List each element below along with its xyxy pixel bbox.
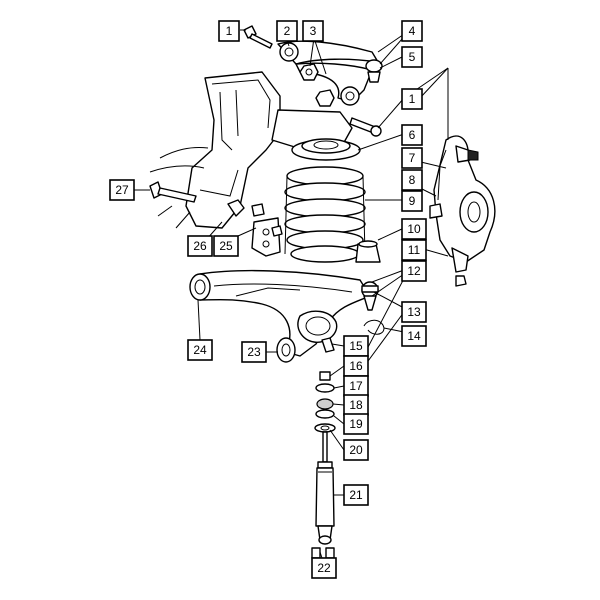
shock-hardware [314,371,336,433]
callout-11: 11 [401,239,427,261]
ball-joint-lower [361,281,379,311]
callout-27: 27 [109,179,135,201]
callout-22: 22 [311,557,337,579]
callout-4: 4 [401,20,423,42]
svg-text:1: 1 [226,24,233,38]
nut-frame [315,89,335,107]
svg-text:1: 1 [409,92,416,106]
svg-text:21: 21 [349,488,363,502]
callout-8: 8 [401,169,423,191]
callout-17: 17 [343,375,369,397]
callout-14: 14 [401,325,427,347]
shock-absorber [315,431,335,545]
callout-13: 13 [401,301,427,323]
svg-text:6: 6 [409,128,416,142]
callout-2: 2 [276,20,298,42]
svg-text:19: 19 [349,417,363,431]
callout-1-mid: 1 [401,88,423,110]
svg-text:17: 17 [349,379,363,393]
callout-24: 24 [187,339,213,361]
svg-text:20: 20 [349,443,363,457]
svg-text:9: 9 [409,194,416,208]
svg-text:3: 3 [310,24,317,38]
steering-knuckle [429,135,496,287]
svg-text:25: 25 [219,239,233,253]
nut-upper-arm [299,63,319,81]
callout-19: 19 [343,413,369,435]
svg-text:16: 16 [349,359,363,373]
bolt-upper [243,25,273,49]
svg-text:15: 15 [349,339,363,353]
callout-5: 5 [401,46,423,68]
cam-bolt [349,117,382,137]
callout-16: 16 [343,355,369,377]
callout-3: 3 [302,20,324,42]
bracket-25 [227,199,283,257]
svg-text:4: 4 [409,24,416,38]
callout-23: 23 [241,341,267,363]
callout-12: 12 [401,260,427,282]
callout-26: 26 [187,235,213,257]
jounce-bumper [355,240,381,263]
svg-text:23: 23 [247,345,261,359]
svg-text:11: 11 [408,243,421,257]
callout-10: 10 [401,218,427,240]
callout-20: 20 [343,439,369,461]
frame-bracket [149,71,353,229]
svg-text:26: 26 [193,239,207,253]
coil-spring [284,166,366,263]
callout-6: 6 [401,124,423,146]
spring-isolator [291,138,361,161]
svg-text:12: 12 [407,264,421,278]
svg-text:5: 5 [409,50,416,64]
svg-text:7: 7 [409,151,416,165]
svg-text:8: 8 [409,173,416,187]
svg-text:22: 22 [317,561,331,575]
svg-text:24: 24 [193,343,207,357]
callout-25: 25 [213,235,239,257]
upper-control-arm [277,40,383,106]
svg-text:13: 13 [407,305,421,319]
lower-control-arm [189,269,371,363]
svg-text:18: 18 [349,398,363,412]
svg-text:14: 14 [407,329,421,343]
callout-18: 18 [343,394,369,416]
svg-text:2: 2 [284,24,291,38]
callout-1-top: 1 [218,20,240,42]
svg-text:10: 10 [407,222,421,236]
callout-15: 15 [343,335,369,357]
callout-9: 9 [401,190,423,212]
callout-21: 21 [343,484,369,506]
shock-lower-nuts [311,547,335,559]
callout-7: 7 [401,147,423,169]
svg-text:27: 27 [115,183,129,197]
long-bolt-27 [149,181,197,203]
